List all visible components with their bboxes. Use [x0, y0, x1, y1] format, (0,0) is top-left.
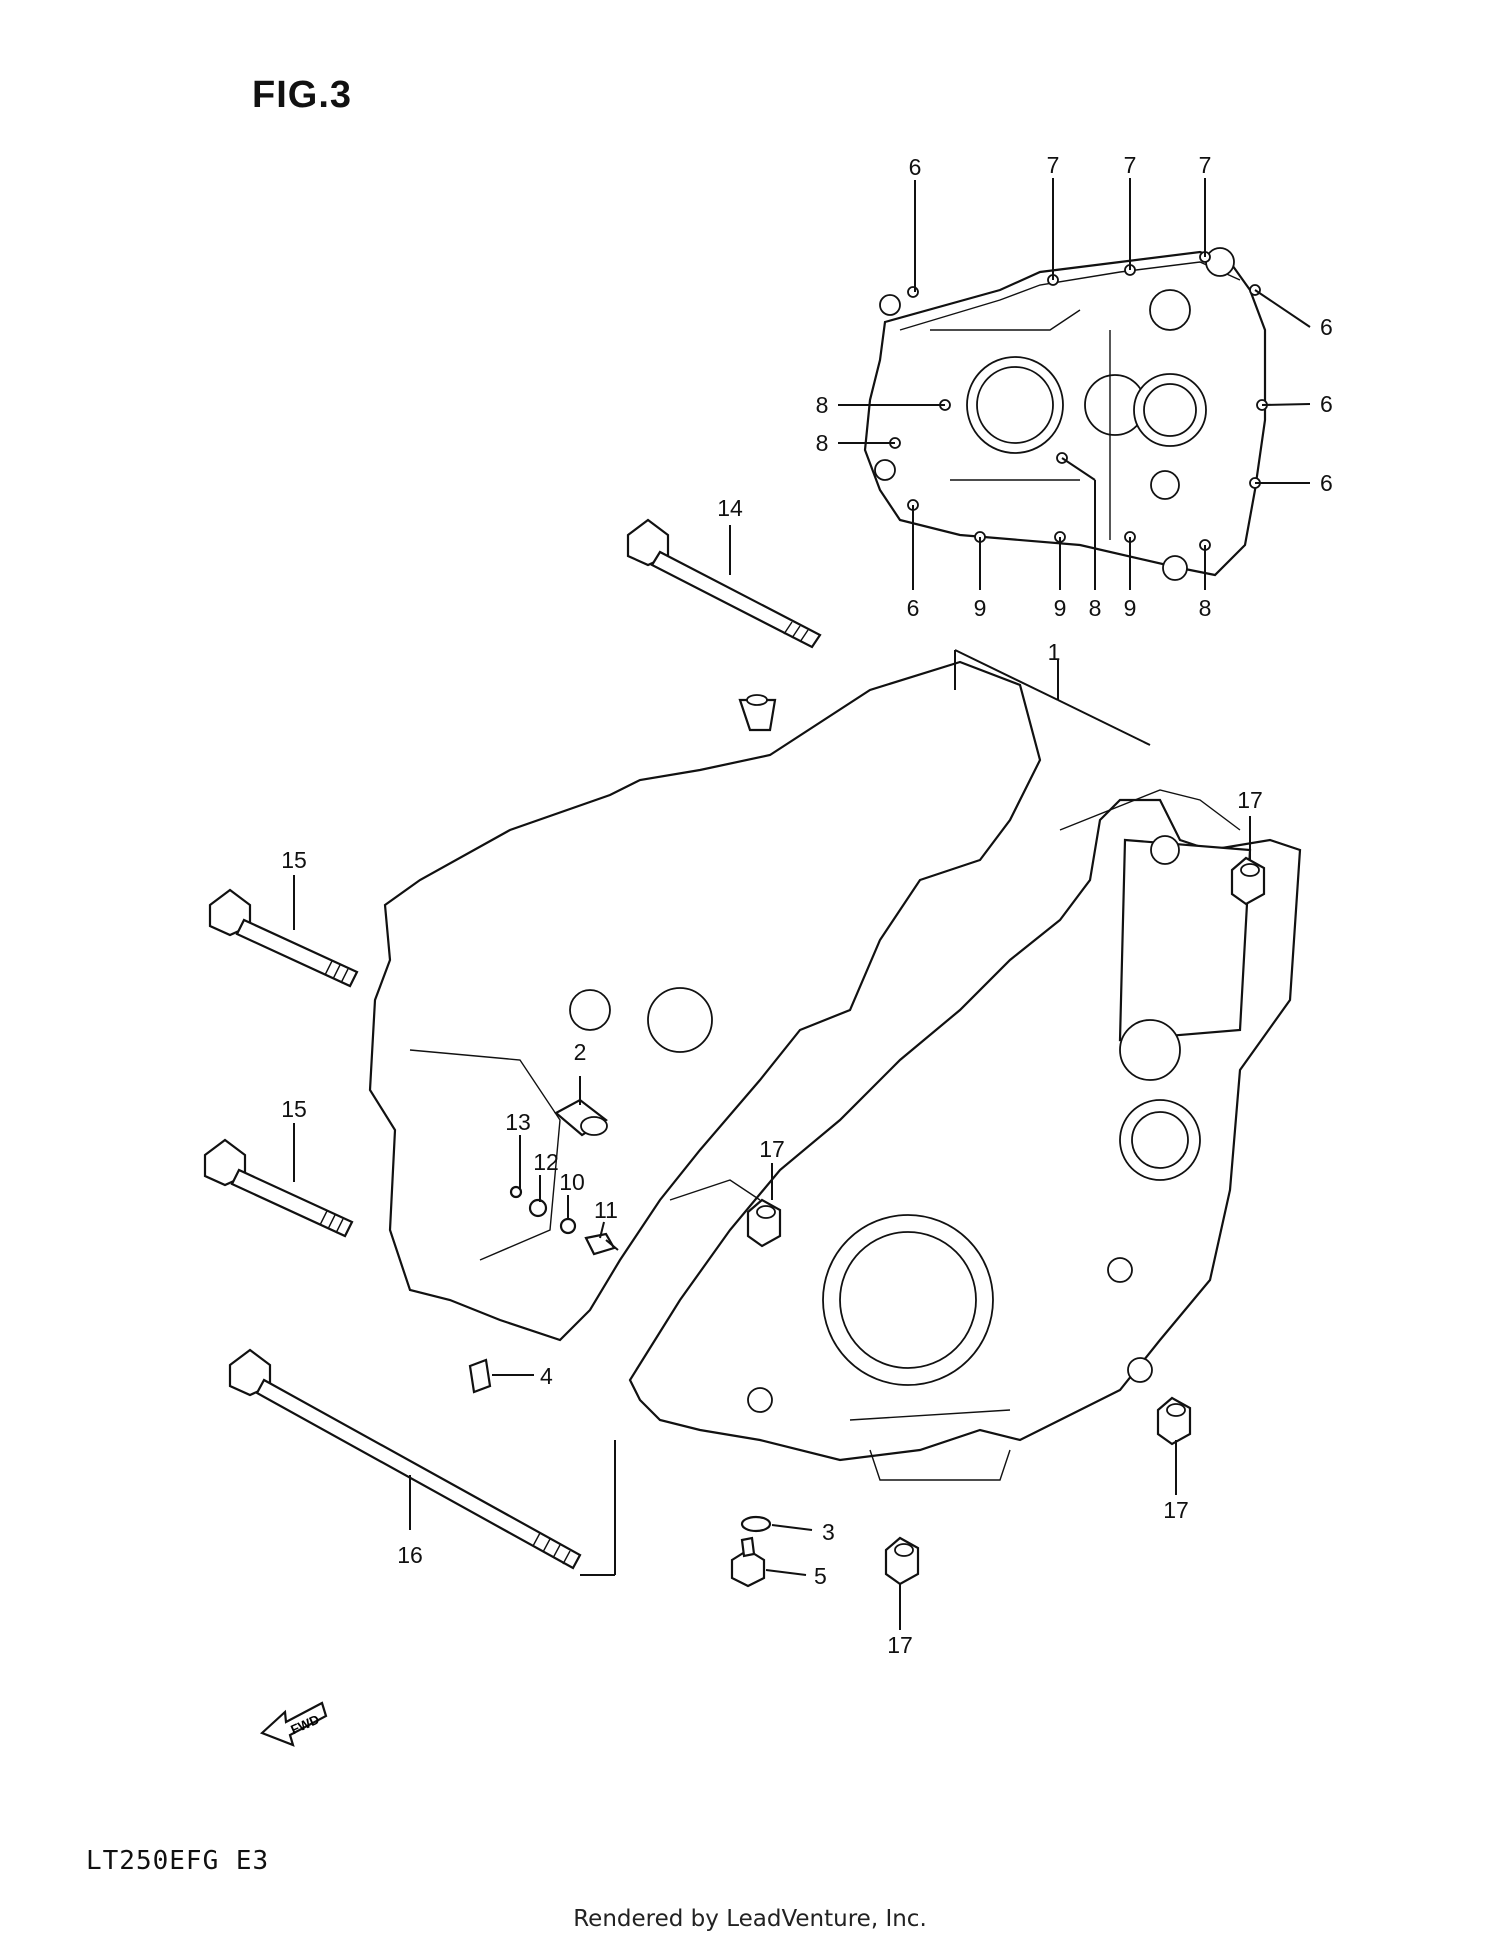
callout-6: 6 [1320, 314, 1333, 340]
callout-7: 7 [1124, 152, 1137, 178]
callout-12: 12 [533, 1149, 559, 1175]
part-17-nut-c [1156, 1396, 1192, 1446]
callout-17: 17 [1237, 787, 1263, 813]
callout-9: 9 [1054, 595, 1067, 621]
part-15-bolt-upper [208, 888, 359, 988]
callout-17: 17 [887, 1632, 913, 1658]
part-12-seal [528, 1198, 548, 1218]
part-17-nut-b [746, 1198, 782, 1248]
footer-credit: Rendered by LeadVenture, Inc. [573, 1906, 927, 1932]
callout-1: 1 [1048, 639, 1061, 665]
crankcase-gasket [863, 247, 1267, 581]
callout-13: 13 [505, 1109, 531, 1135]
callout-2: 2 [574, 1039, 587, 1065]
part-4-plug [468, 1358, 492, 1394]
callout-6: 6 [909, 154, 922, 180]
part-11-switch [584, 1232, 619, 1256]
callout-16: 16 [397, 1542, 423, 1568]
part-5-bolt [730, 1536, 766, 1588]
callout-15: 15 [281, 847, 307, 873]
callout-6: 6 [1320, 470, 1333, 496]
forward-arrow-icon: FWD [259, 1701, 328, 1747]
callout-8: 8 [816, 392, 829, 418]
callout-4: 4 [540, 1363, 553, 1389]
callout-8: 8 [816, 430, 829, 456]
crankcase-assembly [368, 660, 1302, 1481]
callout-labels: 1 2 3 4 5 6 6 6 6 6 7 7 7 8 8 8 8 9 9 9 … [281, 152, 1333, 1658]
callout-6: 6 [907, 595, 920, 621]
callout-14: 14 [717, 495, 743, 521]
callout-9: 9 [974, 595, 987, 621]
part-16-long-bolt [228, 1348, 582, 1570]
part-17-nut-d [884, 1536, 920, 1586]
callout-9: 9 [1124, 595, 1137, 621]
part-17-nut-a [1230, 856, 1266, 906]
model-code: LT250EFG E3 [86, 1846, 270, 1876]
part-15-bolt-lower [203, 1138, 354, 1238]
callout-8: 8 [1089, 595, 1102, 621]
callout-5: 5 [814, 1563, 827, 1589]
part-3-washer [740, 1515, 772, 1533]
part-14-bolt [626, 518, 822, 649]
callout-3: 3 [822, 1519, 835, 1545]
callout-11: 11 [594, 1197, 618, 1223]
callout-6: 6 [1320, 391, 1333, 417]
callout-17: 17 [759, 1136, 785, 1162]
part-10-plug [559, 1217, 577, 1235]
part-2-dowel-pin [554, 1098, 608, 1137]
leader-lines [293, 178, 1311, 1630]
callout-7: 7 [1047, 152, 1060, 178]
callout-15: 15 [281, 1096, 307, 1122]
fwd-label: FWD [288, 1712, 321, 1738]
callout-7: 7 [1199, 152, 1212, 178]
callout-10: 10 [559, 1169, 585, 1195]
figure-title: FIG.3 [252, 74, 353, 116]
callout-17: 17 [1163, 1497, 1189, 1523]
part-13-dowel [509, 1185, 523, 1199]
callout-8: 8 [1199, 595, 1212, 621]
